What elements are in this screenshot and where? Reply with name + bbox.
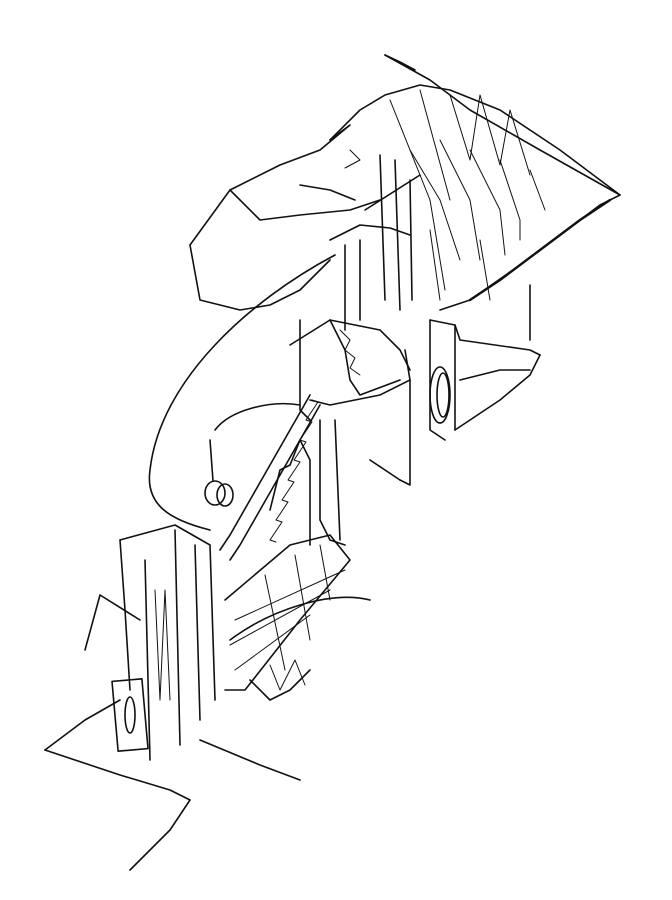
lantern (204, 439, 234, 507)
lower-floor-grid (224, 534, 371, 691)
upper-columns (344, 154, 421, 331)
staircase (219, 329, 361, 561)
right-wing (429, 284, 541, 441)
central-structure (269, 319, 411, 546)
roof (329, 54, 621, 311)
ground-lines (44, 659, 311, 871)
left-tower (84, 524, 216, 761)
cloud-form (189, 124, 411, 311)
big-curve (148, 254, 336, 531)
